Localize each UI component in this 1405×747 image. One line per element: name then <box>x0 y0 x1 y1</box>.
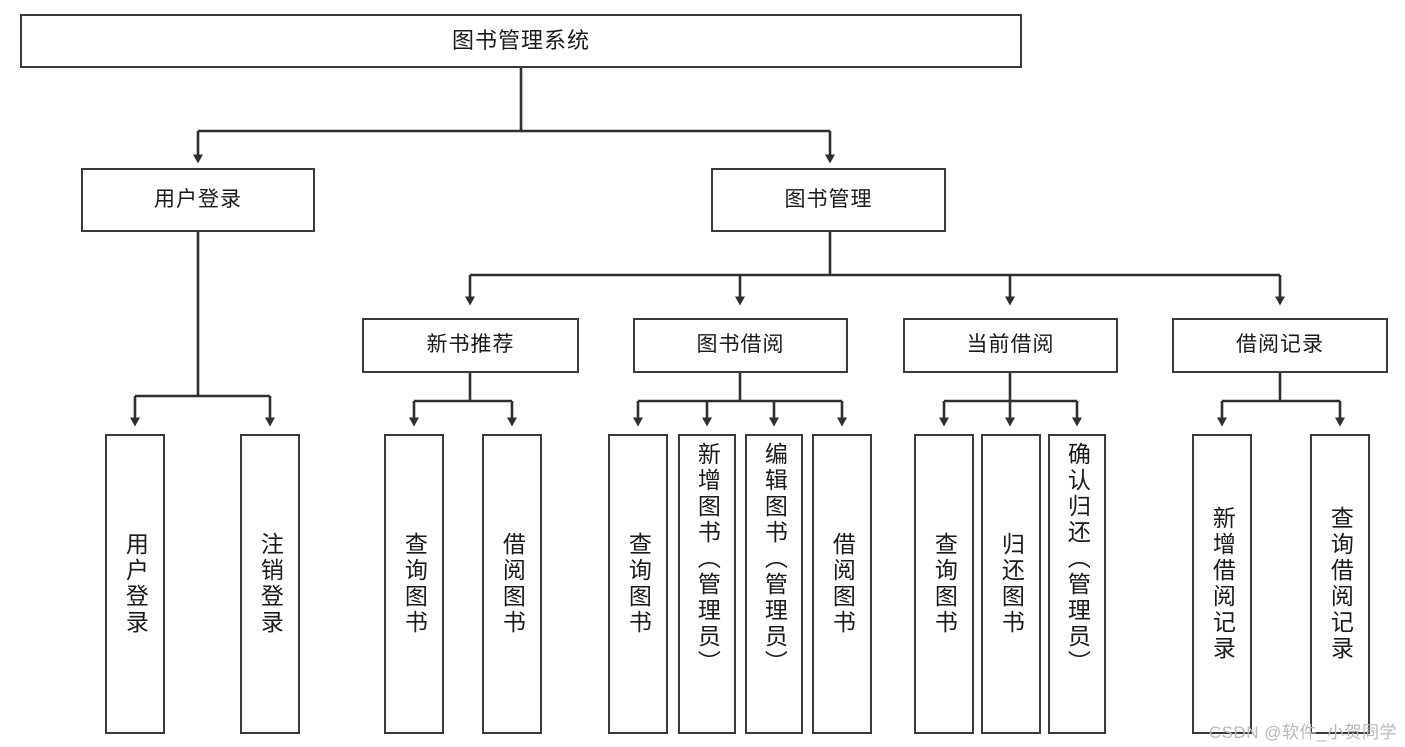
leaf-label: 确认归还（管理员） <box>1064 442 1091 676</box>
node-root-book-management-system[interactable]: 图书管理系统 <box>20 14 1022 68</box>
leaf-current-borrow-query[interactable]: 查询图书 <box>914 434 974 734</box>
leaf-label: 查询图书 <box>401 532 428 636</box>
leaf-current-borrow-return[interactable]: 归还图书 <box>981 434 1041 734</box>
leaf-user-login-login[interactable]: 用户登录 <box>105 434 165 734</box>
leaf-label: 查询借阅记录 <box>1327 506 1354 662</box>
leaf-label: 新增借阅记录 <box>1209 506 1236 662</box>
node-user-login[interactable]: 用户登录 <box>81 168 315 232</box>
node-label: 图书管理 <box>784 187 873 211</box>
node-label: 图书借阅 <box>696 333 785 357</box>
leaf-borrow-record-add[interactable]: 新增借阅记录 <box>1192 434 1252 734</box>
node-label: 新书推荐 <box>426 333 515 357</box>
leaf-label: 查询图书 <box>625 532 652 636</box>
leaf-new-book-borrow[interactable]: 借阅图书 <box>482 434 542 734</box>
leaf-new-book-query[interactable]: 查询图书 <box>384 434 444 734</box>
leaf-book-borrow-query[interactable]: 查询图书 <box>608 434 668 734</box>
leaf-borrow-record-query[interactable]: 查询借阅记录 <box>1310 434 1370 734</box>
leaf-user-login-logout[interactable]: 注销登录 <box>240 434 300 734</box>
node-borrow-record[interactable]: 借阅记录 <box>1172 318 1388 373</box>
leaf-label: 借阅图书 <box>829 532 856 636</box>
leaf-label: 新增图书（管理员） <box>694 442 721 676</box>
leaf-label: 编辑图书（管理员） <box>761 442 788 676</box>
watermark-text: CSDN @软件_小贺同学 <box>1208 723 1397 742</box>
node-label: 用户登录 <box>154 187 242 211</box>
node-new-book-recommend[interactable]: 新书推荐 <box>362 318 579 373</box>
leaf-book-borrow-borrow[interactable]: 借阅图书 <box>812 434 872 734</box>
node-label: 当前借阅 <box>966 333 1055 357</box>
node-book-management[interactable]: 图书管理 <box>711 168 946 232</box>
leaf-label: 查询图书 <box>931 532 958 636</box>
node-label: 图书管理系统 <box>451 28 590 54</box>
leaf-label: 借阅图书 <box>499 532 526 636</box>
leaf-label: 用户登录 <box>122 532 149 636</box>
leaf-label: 注销登录 <box>257 532 284 636</box>
node-label: 借阅记录 <box>1236 333 1324 357</box>
leaf-current-borrow-confirm-return[interactable]: 确认归还（管理员） <box>1048 434 1106 734</box>
leaf-book-borrow-edit[interactable]: 编辑图书（管理员） <box>745 434 803 734</box>
node-book-borrow[interactable]: 图书借阅 <box>633 318 848 373</box>
leaf-book-borrow-add[interactable]: 新增图书（管理员） <box>678 434 736 734</box>
leaf-label: 归还图书 <box>998 532 1025 636</box>
node-current-borrow[interactable]: 当前借阅 <box>903 318 1118 373</box>
